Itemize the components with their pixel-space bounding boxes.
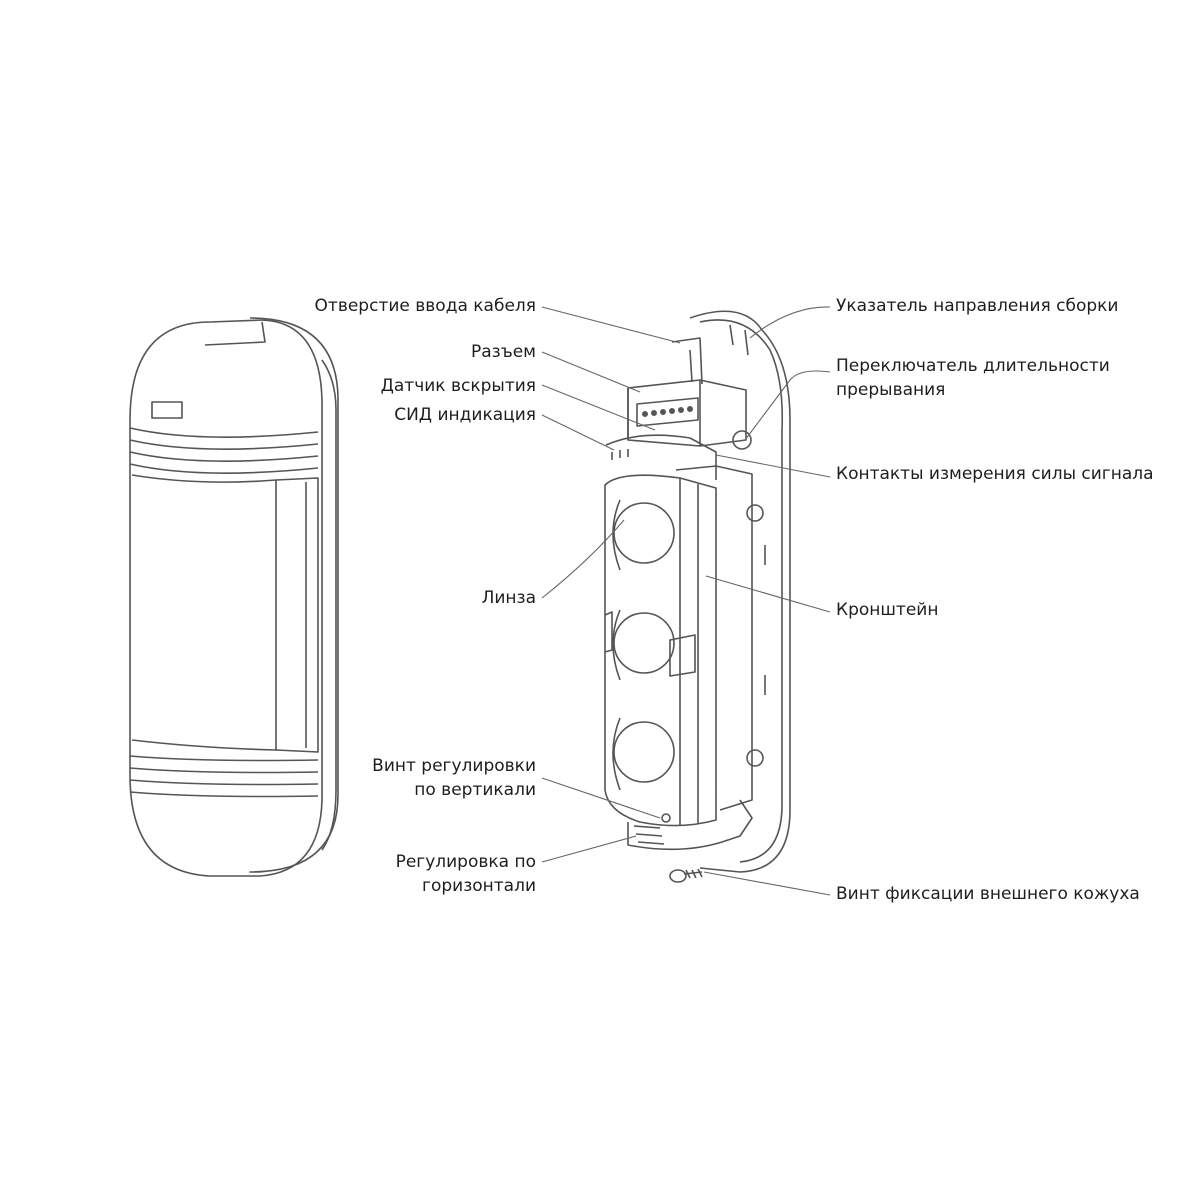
bottom-adjuster	[627, 799, 753, 851]
label-led: СИД индикация	[394, 405, 536, 425]
leader-interrupt-switch	[744, 370, 831, 441]
assembled-label-window	[151, 401, 183, 419]
leader-signal-contacts	[715, 454, 831, 478]
assembled-detector	[129, 317, 339, 877]
terminal-block	[627, 337, 752, 450]
assembled-lens-window	[131, 474, 277, 751]
leader-tamper	[541, 384, 656, 431]
label-interrupt-switch-line1: Переключатель длительности	[836, 356, 1110, 376]
leader-cable-entry	[541, 306, 681, 344]
optical-carrier	[604, 474, 717, 827]
leader-horizontal	[541, 835, 637, 863]
label-signal-contacts: Контакты измерения силы сигнала	[836, 464, 1154, 484]
label-vertical-screw-line1: Винт регулировки	[372, 756, 536, 776]
assembled-upper-ridges	[129, 427, 319, 474]
leader-lines	[541, 306, 831, 896]
cover-fixing-screw	[669, 868, 703, 883]
leader-connector	[541, 351, 641, 393]
label-vertical-screw: Винт регулировки по вертикали	[346, 754, 536, 802]
back-plate	[689, 310, 791, 873]
label-interrupt-switch: Переключатель длительности прерывания	[836, 354, 1146, 402]
label-cover-screw: Винт фиксации внешнего кожуха	[836, 884, 1140, 904]
bracket-body	[675, 465, 753, 811]
label-cable-entry: Отверстие ввода кабеля	[314, 296, 536, 316]
label-horizontal-adjust-line2: горизонтали	[422, 876, 536, 896]
label-connector: Разъем	[470, 342, 536, 362]
assembled-lower-ridges	[129, 755, 319, 798]
leader-assembly-direction	[749, 306, 831, 339]
leader-vertical-screw	[541, 777, 661, 819]
leader-lens	[541, 519, 625, 599]
leader-bracket	[705, 575, 831, 613]
label-vertical-screw-line2: по вертикали	[414, 780, 536, 800]
lens-top	[613, 502, 675, 564]
label-horizontal-adjust: Регулировка по горизонтали	[356, 850, 536, 898]
assembled-back-housing	[249, 317, 339, 873]
label-interrupt-switch-line2: прерывания	[836, 380, 946, 400]
label-horizontal-adjust-line1: Регулировка по	[395, 852, 536, 872]
label-tamper-sensor: Датчик вскрытия	[380, 376, 536, 396]
lens-bottom	[613, 721, 675, 783]
open-detector	[604, 310, 791, 883]
leader-led	[541, 414, 615, 451]
label-assembly-direction: Указатель направления сборки	[836, 296, 1119, 316]
label-lens: Линза	[481, 588, 536, 608]
leader-cover-screw	[703, 871, 831, 896]
assembled-front-cover	[129, 319, 323, 877]
label-bracket: Кронштейн	[836, 600, 939, 620]
lens-middle	[613, 612, 675, 674]
